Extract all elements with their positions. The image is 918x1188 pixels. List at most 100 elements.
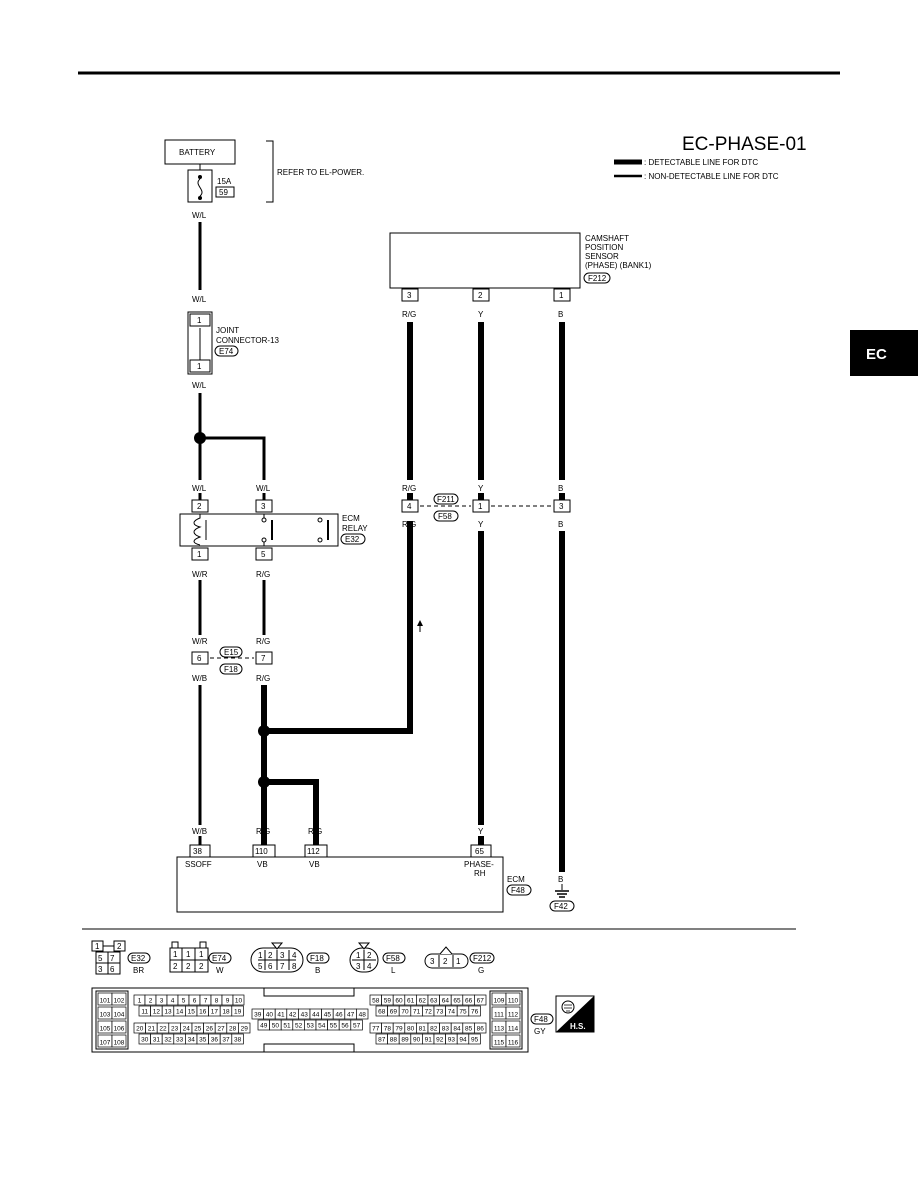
sensor-label-2: POSITION [585,243,623,252]
svg-text:BR: BR [133,966,144,975]
svg-text:1: 1 [95,942,100,951]
relay-connector-id: E32 [345,535,360,544]
pin-label: 6 [197,654,202,663]
f48-pin [474,994,487,1006]
camshaft-sensor-body [389,232,581,289]
svg-text:E32: E32 [131,954,146,963]
svg-text:3: 3 [430,957,435,966]
f48-pin-label: 65 [453,998,461,1005]
sensor-label-4: (PHASE) (BANK1) [585,261,652,270]
f48-pin-label: 6 [193,998,197,1005]
joint-label-1: JOINT [216,326,239,335]
f48-pin-label: 104 [114,1012,125,1019]
f48-pin-label: 112 [508,1012,519,1019]
pin-label: 4 [407,502,412,511]
f48-pin-label: 21 [148,1026,156,1033]
f48-pin-label: 50 [272,1023,280,1030]
hs-badge: H.S. [555,995,595,1033]
f48-pin-label: 35 [199,1037,207,1044]
f48-pin-label: 105 [100,1026,111,1033]
f48-pin-label: 69 [390,1009,398,1016]
f48-pin-label: 101 [100,998,111,1005]
wire-label: W/L [192,295,207,304]
relay-coil-icon [193,514,202,546]
wire-label: R/G [308,827,322,836]
f48-pin-label: 106 [114,1026,125,1033]
svg-text:F58: F58 [386,954,400,963]
pin-label: 2 [197,502,202,511]
f48-pin-label: 24 [183,1026,191,1033]
svg-text:3: 3 [98,965,103,974]
wire-label: W/L [256,484,271,493]
f48-pin-label: 76 [471,1009,479,1016]
ground-connector-id: F42 [554,902,568,911]
f48-pin-label: 4 [171,998,175,1005]
arrow-icon [417,620,423,626]
f48-pin [231,1005,244,1017]
relay-label-2: RELAY [342,524,368,533]
sensor-label-3: SENSOR [585,252,619,261]
inline-connector-id: F18 [224,665,238,674]
f48-pin-label: 2 [149,998,153,1005]
f48-pin-label: 38 [234,1037,242,1044]
f48-pin-label: 5 [182,998,186,1005]
pin-label: 3 [407,291,412,300]
ecm-body [176,856,504,913]
relay-label-1: ECM [342,514,360,523]
svg-text:G: G [478,966,484,975]
sensor-label-1: CAMSHAFT [585,234,629,243]
f48-pin-label: 22 [159,1026,167,1033]
f48-pin [238,1022,251,1034]
ecm-terminal-name: VB [309,860,320,869]
wire-label: B [558,310,563,319]
svg-text:1: 1 [258,951,263,960]
joint-connector-id: E74 [219,347,234,356]
f48-pin-label: 107 [100,1040,111,1047]
svg-text:F212: F212 [473,954,492,963]
f48-connector-id: F48 [534,1015,548,1024]
joint-label-2: CONNECTOR-13 [216,336,280,345]
ecm-label: ECM [507,875,525,884]
wire-label: R/G [402,484,416,493]
f48-pin-label: 63 [430,998,438,1005]
wire-label: R/G [402,310,416,319]
f48-pin-label: 56 [341,1023,349,1030]
f48-pin-label: 59 [384,998,392,1005]
svg-text:6: 6 [268,962,273,971]
f48-pin-label: 40 [266,1012,274,1019]
svg-text:B: B [315,966,320,975]
f48-pin-label: 42 [289,1012,297,1019]
f48-pin [468,1005,481,1017]
f48-pin-label: 88 [390,1037,398,1044]
svg-text:H.S.: H.S. [570,1022,586,1031]
f48-pin-label: 84 [453,1026,461,1033]
f48-pin-label: 3 [160,998,164,1005]
svg-text:2: 2 [173,962,178,971]
svg-text:1: 1 [173,950,178,959]
f48-pin-label: 32 [164,1037,172,1044]
f48-pin [474,1022,487,1034]
f48-pin-label: 86 [477,1026,485,1033]
f48-pin-label: 103 [100,1012,111,1019]
f48-pin-label: 77 [372,1026,380,1033]
f48-pin-label: 29 [241,1026,249,1033]
f48-pin-label: 30 [141,1037,149,1044]
f48-pin [505,1006,521,1020]
f48-pin-label: 54 [318,1023,326,1030]
inline-connector-id: F211 [437,495,455,504]
refer-text: REFER TO EL-POWER. [277,168,364,177]
ecm-connector-id: F48 [511,886,525,895]
wire-label: W/B [192,827,207,836]
f48-pin-label: 25 [194,1026,202,1033]
f48-pin-label: 90 [413,1037,421,1044]
svg-text:5: 5 [258,962,263,971]
fuse-icon [197,178,203,197]
wire-label: B [558,520,563,529]
inline-connector-id: F58 [438,512,452,521]
f48-pin-label: 39 [254,1012,262,1019]
f48-pin-label: 47 [347,1012,355,1019]
f48-pin-label: 57 [353,1023,361,1030]
f48-pin-label: 61 [407,998,415,1005]
wire-label: Y [478,310,484,319]
